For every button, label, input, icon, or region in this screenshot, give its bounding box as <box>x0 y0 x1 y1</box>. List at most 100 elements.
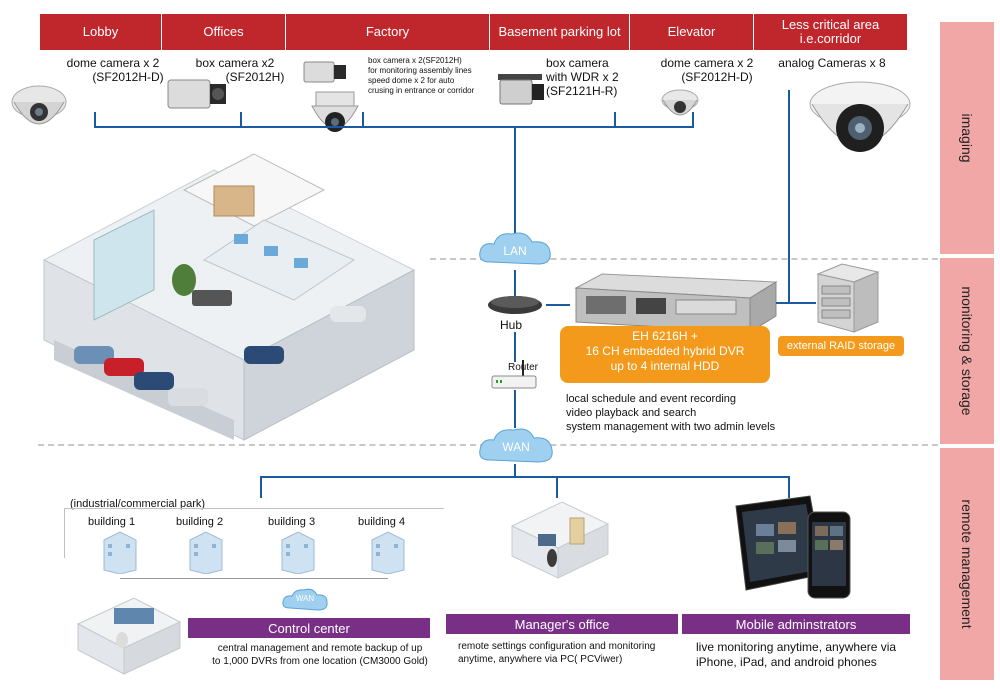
wan-cloud-icon <box>479 428 553 463</box>
header-offices: Offices <box>162 14 286 50</box>
factory-camera-label: box camera x 2(SF2012H) for monitoring a… <box>368 56 498 96</box>
hub-to-dvr-line <box>546 304 570 306</box>
manager-office-desc-2: anytime, anywhere via PC( PCViwer) <box>458 654 623 665</box>
dvr-feature-2: video playback and search <box>566 407 697 419</box>
router-icon <box>491 360 537 389</box>
header-parking: Basement parking lot <box>490 14 630 50</box>
building-4-label: building 4 <box>358 516 406 528</box>
lobby-camera-label: dome camera x 2 (SF2012H-D) <box>58 56 168 84</box>
section-imaging: imaging <box>940 22 994 254</box>
camera-drop-elevator <box>692 112 694 128</box>
raid-storage-icon <box>816 263 880 333</box>
camera-drop-factory <box>362 112 364 128</box>
offices-camera-type: box camera x2 <box>195 56 275 70</box>
header-lobby: Lobby <box>40 14 162 50</box>
mobile-admin-desc-2: iPhone, iPad, and android phones <box>696 655 877 669</box>
dvr-feature-1: local schedule and event recording <box>566 393 737 405</box>
park-border-left <box>64 508 65 558</box>
building-3-label: building 3 <box>268 516 316 528</box>
building-2-label: building 2 <box>176 516 224 528</box>
control-center-title: Control center <box>188 618 430 638</box>
dome-camera-icon <box>11 85 67 125</box>
section-imaging-label: imaging <box>959 113 975 163</box>
park-bus-line <box>120 578 388 579</box>
box-camera-icon <box>167 79 226 109</box>
elevator-camera-type: dome camera x 2 <box>660 56 754 70</box>
header-elevator: Elevator <box>630 14 754 50</box>
corridor-camera-line <box>788 90 790 302</box>
section-monitoring-label: monitoring & storage <box>959 286 975 416</box>
camera-drop-lobby <box>94 112 96 128</box>
hub-icon <box>488 296 542 314</box>
dvr-device-icon <box>574 273 778 333</box>
section-remote-label: remote management <box>959 499 975 629</box>
control-room-icon <box>76 597 182 675</box>
dvr-hdd: up to 4 internal HDD <box>610 359 720 373</box>
router-to-wan-line <box>514 390 516 428</box>
parking-camera-line1: box camera <box>546 56 609 70</box>
control-center-desc-1: central management and remote backup of … <box>217 643 423 654</box>
header-corridor-text: Less critical area i.e.corridor <box>781 17 880 46</box>
manager-office-desc: remote settings configuration and monito… <box>458 640 655 666</box>
dvr-model: EH 6216H + <box>632 329 698 343</box>
building-1-icon <box>103 531 137 574</box>
factory-camera-line3: speed dome x 2 for auto <box>368 76 455 85</box>
lan-label: LAN <box>503 244 527 258</box>
park-wan-cloud-icon <box>282 588 328 611</box>
building-2-icon <box>189 531 223 574</box>
camera-drop-parking <box>614 112 616 128</box>
dvr-channels: 16 CH embedded hybrid DVR <box>585 344 745 358</box>
lobby-camera-model: (SF2012H-D) <box>92 70 164 84</box>
dvr-to-raid-line <box>776 302 816 304</box>
mobile-admin-desc-1: live monitoring anytime, anywhere via <box>696 640 897 654</box>
wan-label: WAN <box>502 440 530 454</box>
separator-top <box>430 258 938 260</box>
camera-bus-line <box>94 126 694 128</box>
offices-camera-label: box camera x2 (SF2012H) <box>180 56 290 84</box>
building-4-icon <box>371 531 405 574</box>
raid-label-box: external RAID storage <box>778 336 904 356</box>
camera-trunk-line <box>514 126 516 236</box>
header-corridor: Less critical area i.e.corridor <box>754 14 908 50</box>
park-wan-label: WAN <box>295 594 315 603</box>
dvr-info-box: EH 6216H + 16 CH embedded hybrid DVR up … <box>560 326 770 383</box>
lan-cloud-icon <box>479 232 551 265</box>
building-3-icon <box>281 531 315 574</box>
speed-dome-camera-icon <box>311 91 359 132</box>
park-border <box>64 508 444 509</box>
mobile-admin-desc: live monitoring anytime, anywhere via iP… <box>696 640 896 670</box>
wan-trunk-line <box>514 464 516 478</box>
router-label: Router <box>508 362 539 373</box>
lobby-camera-type: dome camera x 2 <box>66 56 160 70</box>
camera-drop-offices <box>240 112 242 128</box>
parking-camera-label: box camera with WDR x 2 (SF2121H-R) <box>546 56 636 98</box>
park-title: (industrial/commercial park) <box>70 498 206 510</box>
control-center-desc: central management and remote backup of … <box>200 642 440 668</box>
building-1-label: building 1 <box>88 516 136 528</box>
wan-bus-line <box>260 476 790 478</box>
manager-office-icon <box>510 501 610 579</box>
elevator-camera-model: (SF2012H-D) <box>681 70 753 84</box>
wdr-box-camera-icon <box>498 74 544 105</box>
corridor-camera-type: analog Cameras x 8 <box>778 56 886 70</box>
corridor-camera-label: analog Cameras x 8 <box>772 56 892 70</box>
analog-dome-camera-icon <box>809 81 911 152</box>
dome-camera-icon <box>661 89 699 116</box>
lan-to-hub-line <box>514 270 516 296</box>
wan-drop-mobile <box>788 476 790 498</box>
factory-camera-line2: for monitoring assembly lines <box>368 66 472 75</box>
hub-to-router-line <box>514 332 516 362</box>
header-factory: Factory <box>286 14 490 50</box>
control-center-desc-2: to 1,000 DVRs from one location (CM3000 … <box>212 656 428 667</box>
wan-drop-control <box>260 476 262 498</box>
hub-label: Hub <box>500 318 523 332</box>
factory-camera-line4: crusing in entrance or corridor <box>368 86 475 95</box>
mobile-admin-title: Mobile adminstrators <box>682 614 910 634</box>
tablet-phone-icon <box>735 495 851 599</box>
factory-camera-line1: box camera x 2(SF2012H) <box>368 56 462 65</box>
building-illustration <box>42 153 416 441</box>
parking-camera-line2: with WDR x 2 <box>546 70 619 84</box>
wan-drop-manager <box>556 476 558 498</box>
manager-office-desc-1: remote settings configuration and monito… <box>458 641 656 652</box>
section-monitoring: monitoring & storage <box>940 258 994 444</box>
